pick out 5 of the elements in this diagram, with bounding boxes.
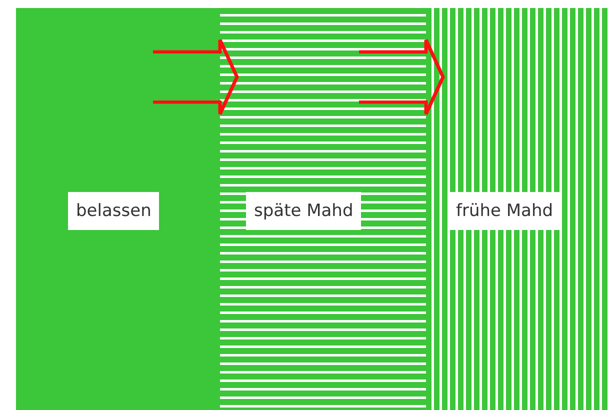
meadow-band (426, 8, 610, 410)
band-label: frühe Mahd (448, 192, 562, 230)
band-label: belassen (68, 192, 160, 230)
meadow-band (16, 8, 220, 410)
band-label: späte Mahd (246, 192, 362, 230)
